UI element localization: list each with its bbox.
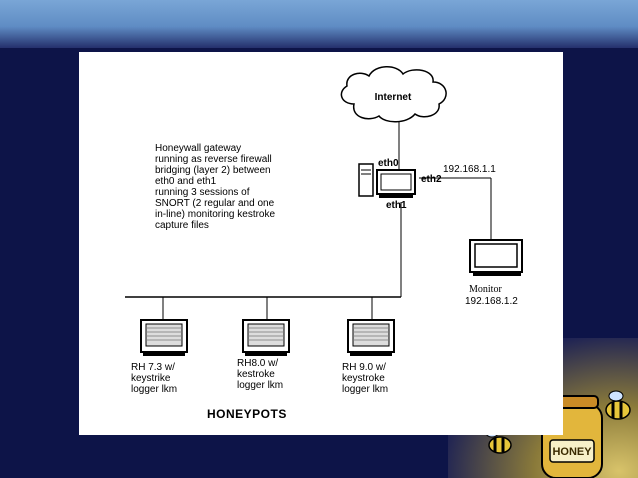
description-line: running as reverse firewall <box>155 154 272 165</box>
honeypot-label: logger lkm <box>237 380 283 391</box>
monitor-computer-icon <box>469 239 523 276</box>
honeypot-computer-icon <box>140 319 188 356</box>
honeypot-label: logger lkm <box>131 384 177 395</box>
honeypot-label: RH 7.3 w/ <box>131 362 175 373</box>
eth1-label: eth1 <box>386 200 407 211</box>
eth2-ip-label: 192.168.1.1 <box>443 164 496 175</box>
network-diagram: Internet eth0 eth1 eth2 192.168.1.1 Hone… <box>125 66 523 421</box>
honeypot-label: RH8.0 w/ <box>237 358 278 369</box>
gateway-description: Honeywall gateway running as reverse fir… <box>155 143 275 231</box>
honeypot-label: keystrike <box>131 373 171 384</box>
honeypot-computer-icon <box>347 319 395 356</box>
internet-label: Internet <box>375 92 412 103</box>
honeypots-title: HONEYPOTS <box>207 407 287 421</box>
honeypot-label: keystroke <box>342 373 385 384</box>
description-line: SNORT (2 regular and one <box>155 198 275 209</box>
bee-icon <box>605 390 631 420</box>
gateway-computer-icon <box>358 163 416 198</box>
honeypot-computer-icon <box>242 319 290 356</box>
honeypot-label: kestroke <box>237 369 275 380</box>
monitor-ip-label: 192.168.1.2 <box>465 296 518 307</box>
eth2-label: eth2 <box>421 174 442 185</box>
diagram-slide: Internet eth0 eth1 eth2 192.168.1.1 Hone… <box>79 52 563 435</box>
description-line: Honeywall gateway <box>155 143 241 154</box>
description-line: running 3 sessions of <box>155 187 250 198</box>
eth0-label: eth0 <box>378 158 399 169</box>
honeypot-label: RH 9.0 w/ <box>342 362 386 373</box>
description-line: capture files <box>155 220 209 231</box>
description-line: bridging (layer 2) between <box>155 165 271 176</box>
top-gradient-band <box>0 0 638 48</box>
internet-cloud: Internet <box>340 66 447 123</box>
monitor-label: Monitor <box>469 284 502 295</box>
jar-label: HONEY <box>552 446 592 458</box>
honeypot-label: logger lkm <box>342 384 388 395</box>
description-line: in-line) monitoring kestroke <box>155 209 275 220</box>
description-line: eth0 and eth1 <box>155 176 217 187</box>
